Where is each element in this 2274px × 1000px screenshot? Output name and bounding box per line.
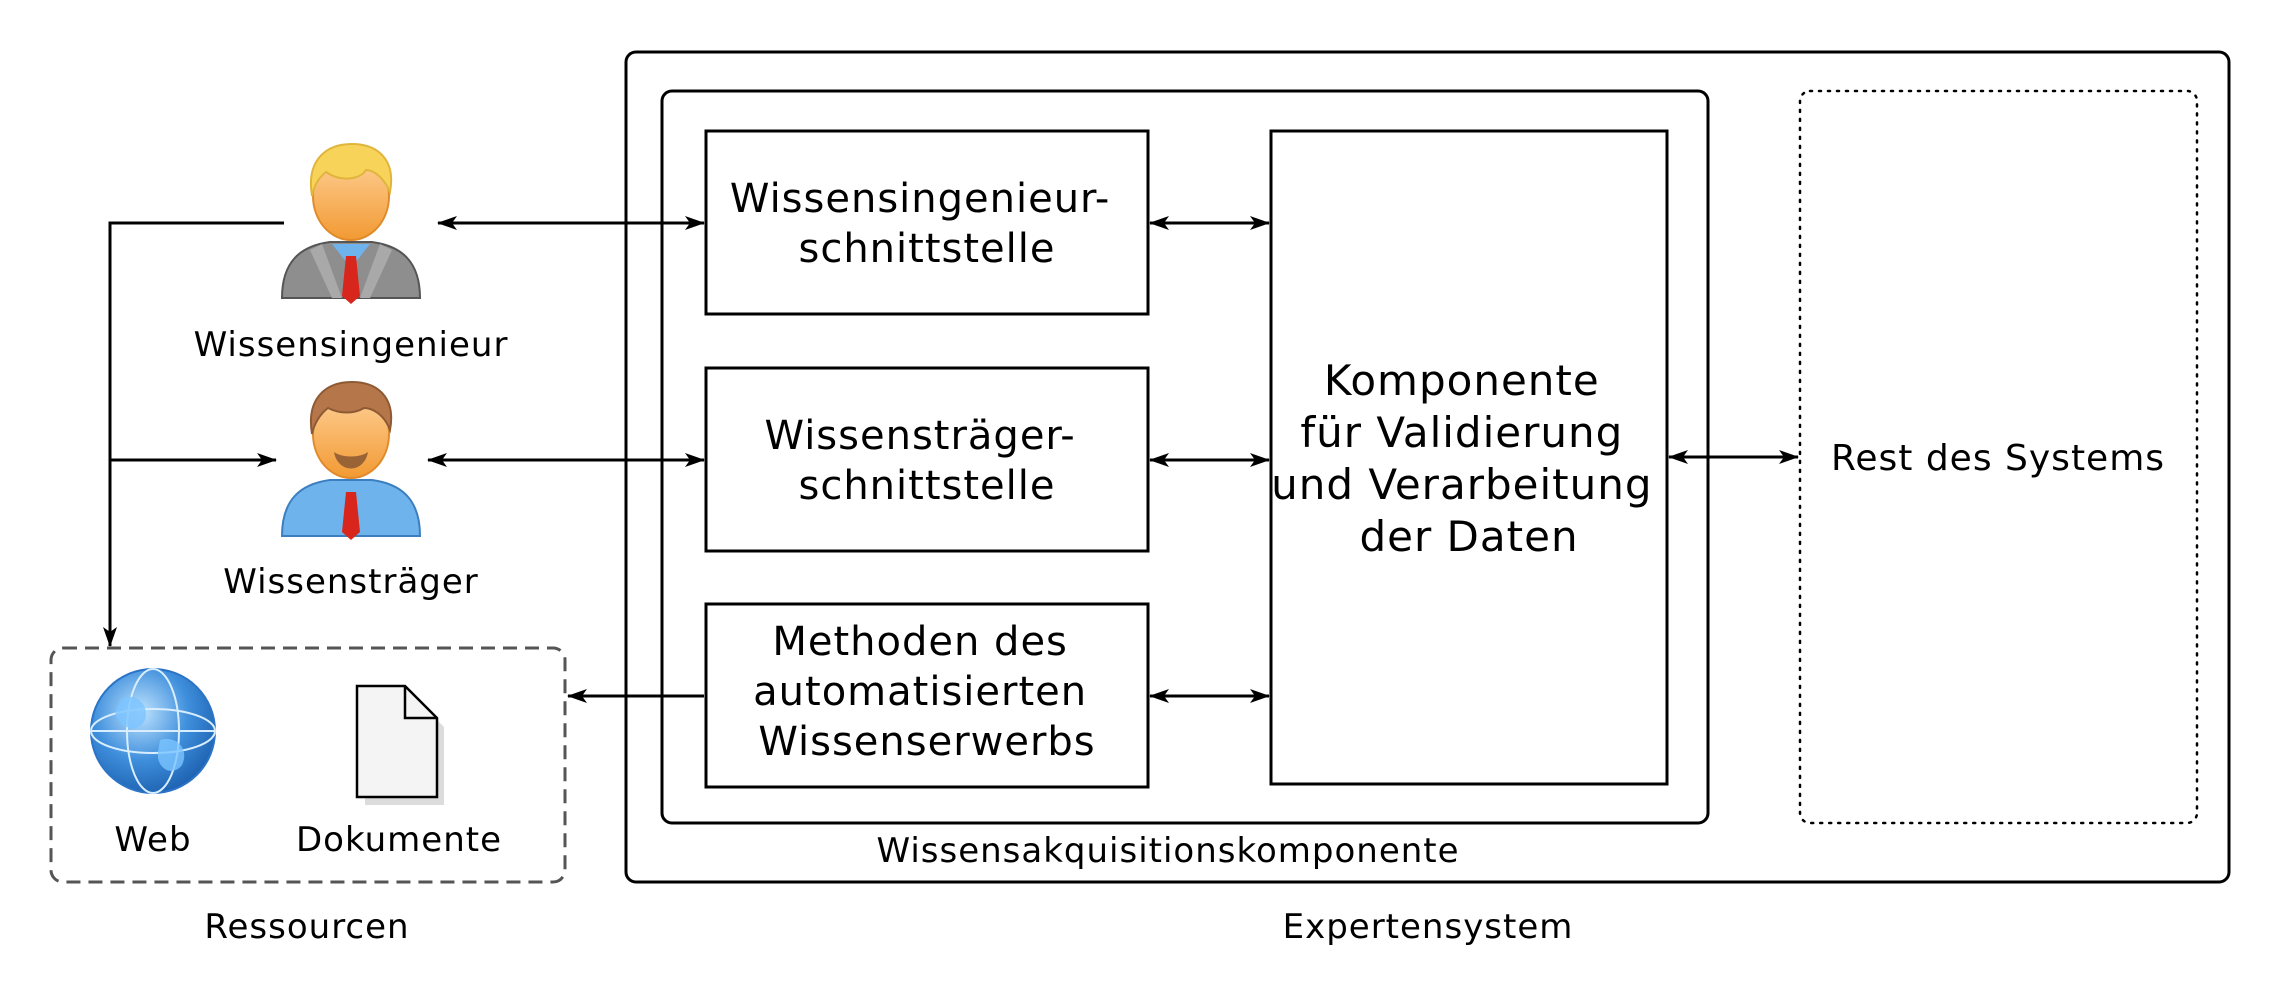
validation-component-label: Komponente für Validierung und Verarbeit… (1271, 356, 1667, 561)
web-label: Web (114, 820, 191, 860)
engineer-feedback-line (103, 221, 284, 647)
validation-component-box (1269, 129, 1669, 786)
engineer-person-icon (280, 142, 422, 304)
engineer-label: Wissensingenieur (194, 325, 509, 365)
acquisition-component-caption: Wissensakquisitionskomponente (876, 831, 1459, 871)
methods-box (704, 602, 1150, 789)
expert-person-icon (280, 380, 422, 540)
resources-caption: Ressourcen (204, 907, 409, 947)
engineer-interface-label: Wissensingenieur- schnittstelle (730, 176, 1124, 272)
connectors (103, 216, 1799, 703)
web-globe-icon (90, 668, 216, 794)
documents-label: Dokumente (296, 820, 502, 860)
expert-interface-box (704, 366, 1150, 553)
expert-label: Wissensträger (223, 562, 479, 602)
expert-system-box (624, 50, 2231, 884)
methods-label: Methoden des automatisierten Wissenserwe… (753, 619, 1101, 765)
labels: Wissensingenieur Wissensträger Web Dokum… (114, 176, 2165, 947)
engineer-interface-box (704, 129, 1150, 316)
resources-box (49, 646, 567, 884)
rest-of-system-label: Rest des Systems (1831, 438, 2165, 479)
rest-of-system-box (1798, 89, 2199, 825)
document-icon (355, 684, 444, 805)
expert-interface-label: Wissensträger- schnittstelle (765, 413, 1090, 509)
expert-system-caption: Expertensystem (1283, 907, 1574, 947)
